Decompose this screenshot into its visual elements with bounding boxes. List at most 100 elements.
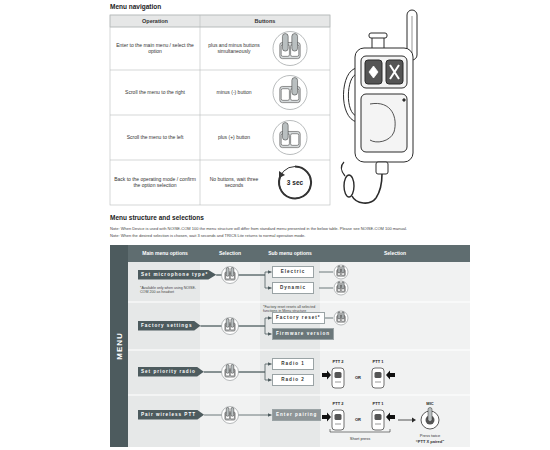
press-arrow (386, 371, 395, 380)
finger (282, 123, 288, 141)
finger (428, 408, 432, 422)
navigation-table (110, 115, 330, 116)
keypad-icon (222, 407, 239, 424)
ptt-button (335, 414, 342, 420)
keypad-icon (222, 364, 239, 381)
table-cell: Enter to the main menu / select the opti… (114, 43, 196, 55)
footnote: *Available only when using NOISE-COM 200… (140, 286, 198, 294)
device-illustration (370, 103, 395, 141)
menu-panel (110, 245, 470, 447)
keypad-icon (334, 311, 348, 325)
navigation-table (110, 15, 330, 27)
device-illustration (344, 175, 354, 197)
ptt-button (375, 414, 382, 420)
menu-panel (319, 288, 333, 289)
keypad-icon (222, 407, 239, 424)
action-note: “PTT X paired” (405, 440, 455, 445)
press-arrow (322, 371, 331, 380)
column-header: Main menu options (130, 251, 200, 257)
keypad-icon (222, 318, 239, 335)
table-cell: Scroll the menu to the right (114, 90, 196, 96)
keypad-icon (222, 267, 239, 284)
finger (231, 408, 234, 417)
finger (231, 365, 234, 374)
device-illustration (403, 99, 405, 101)
finger (226, 268, 229, 277)
ptt-icon (335, 382, 341, 383)
device-illustration (369, 33, 387, 38)
column-header: Selection (320, 251, 470, 257)
column-header: Sub menu options (260, 251, 320, 257)
finger (226, 365, 229, 374)
table-cell: Back to the operating mode / confirm the… (114, 177, 196, 189)
submenu-box: Factory reset* (272, 312, 325, 324)
keypad-icon (273, 76, 307, 110)
arrow-shape (138, 367, 204, 377)
ptt-icon (372, 368, 384, 388)
table-cell: No buttons, wait three seconds (203, 177, 265, 189)
finger (342, 282, 344, 289)
table-cell: minus (-) button (203, 90, 265, 96)
finger (342, 266, 344, 273)
device-illustration (376, 162, 388, 174)
keypad-icon (334, 281, 348, 295)
device-illustration (365, 60, 382, 84)
button-name: PTT 1 (366, 360, 390, 365)
or-label: OR (350, 376, 366, 381)
ptt-button (375, 372, 382, 378)
timer-icon (279, 166, 311, 198)
node-text: Radio 2 (281, 377, 305, 383)
keypad-icon (273, 76, 307, 110)
table-header: Buttons (200, 18, 330, 24)
menu-panel (128, 349, 470, 350)
note-text: Note: When the desired selection is chos… (110, 234, 530, 239)
keypad-button (291, 134, 299, 146)
menu-panel (200, 262, 260, 447)
ptt-icon (372, 410, 384, 430)
press-arrow (386, 413, 395, 422)
timer-icon (279, 171, 285, 178)
finger (338, 266, 340, 273)
keypad-icon (334, 265, 348, 279)
keypad-icon (334, 265, 348, 279)
navigation-table (110, 27, 330, 28)
ptt-icon (332, 410, 344, 430)
navigation-table (110, 70, 330, 71)
section-heading: Menu structure and selections (110, 214, 204, 221)
menu-panel (110, 245, 470, 447)
menu-option-arrow: Set priority radio (138, 367, 204, 377)
navigation-table (110, 15, 330, 205)
node-text: Factory settings (141, 323, 192, 329)
device-illustration (369, 66, 378, 78)
menu-option-arrow: Pair wireless PTT (138, 410, 204, 420)
finger (282, 34, 288, 52)
device-illustration (390, 65, 399, 79)
ptt-button (335, 372, 342, 378)
note-text: Note: When Device is used with NOISE-COM… (110, 227, 530, 232)
timer-icon (279, 166, 311, 198)
keypad-icon (222, 318, 239, 335)
node-text: Factory reset* (276, 315, 321, 321)
menu-panel (128, 245, 470, 262)
submenu-box: Radio 1 (272, 358, 314, 370)
menu-panel (128, 302, 470, 395)
submenu-box: Enter pairing (272, 409, 321, 421)
navigation-table (110, 15, 330, 205)
finger (292, 34, 298, 52)
arrow-shape (138, 410, 204, 420)
table-cell: Scroll the menu to the left (114, 135, 196, 141)
keypad-icon (273, 121, 307, 155)
table-header: Operation (110, 18, 200, 24)
arrow-shape (138, 321, 200, 331)
keypad-icon (273, 32, 307, 66)
mic-icon (421, 408, 439, 430)
finger (342, 312, 344, 319)
button-name: MIC (418, 402, 442, 407)
keypad-button (281, 89, 289, 101)
menu-band: MENUSet microphone type*ElectricDynamicF… (110, 245, 128, 447)
menu-panel (128, 394, 470, 395)
keypad-icon (334, 281, 348, 295)
menu-panel (320, 262, 470, 447)
